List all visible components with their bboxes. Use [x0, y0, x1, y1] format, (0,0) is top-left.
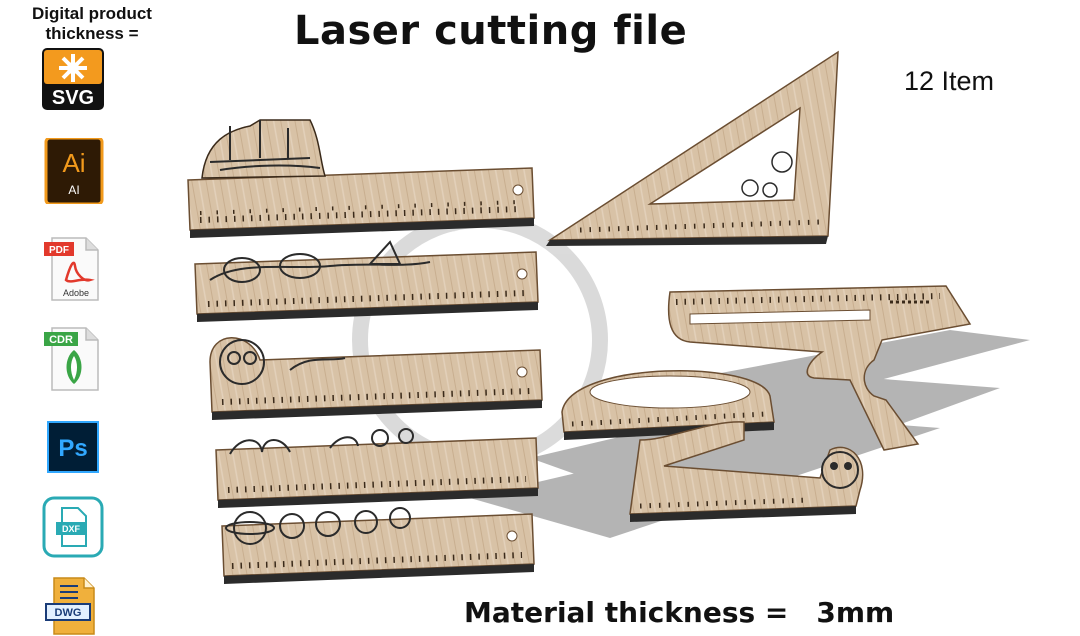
dwg-label: DWG: [55, 607, 82, 619]
page-title: Laser cutting file: [294, 8, 688, 54]
cdr-label: CDR: [49, 334, 73, 346]
pdf-icon: PDF Adobe: [44, 237, 99, 301]
ruler-flowers: [194, 240, 539, 322]
digital-product-thickness-label: Digital product thickness =: [32, 4, 152, 43]
ai-sub-label: AI: [68, 183, 79, 197]
ai-label: Ai: [62, 148, 85, 178]
dwg-icon: DWG: [45, 577, 95, 635]
material-thickness-label: Material thickness =: [464, 596, 789, 629]
svg-icon: SVG: [42, 48, 104, 110]
product-scene: Igouha: [187, 50, 1030, 584]
ruler-butterflies: [215, 428, 539, 508]
pdf-label: PDF: [49, 245, 69, 256]
dxf-icon: DXF: [42, 496, 104, 558]
material-thickness-value: 3mm: [816, 596, 895, 629]
ps-label: Ps: [58, 435, 87, 462]
pdf-sub-label: Adobe: [63, 288, 89, 298]
set-square: [546, 50, 839, 246]
cat-ruler: [629, 421, 864, 522]
dxf-label: DXF: [62, 524, 81, 534]
ruler-owl: [209, 337, 543, 420]
ruler-planets: [221, 507, 535, 584]
arch-ruler: [561, 370, 775, 440]
svg-label: SVG: [52, 87, 94, 109]
cdr-icon: CDR: [44, 327, 99, 391]
material-thickness: Material thickness = 3mm: [464, 596, 894, 629]
ruler-ship: [187, 119, 535, 238]
ai-icon: Ai AI: [44, 138, 104, 204]
ps-icon: Ps: [47, 421, 99, 473]
item-count: 12 Item: [904, 66, 995, 96]
gun-ruler: [667, 285, 972, 451]
